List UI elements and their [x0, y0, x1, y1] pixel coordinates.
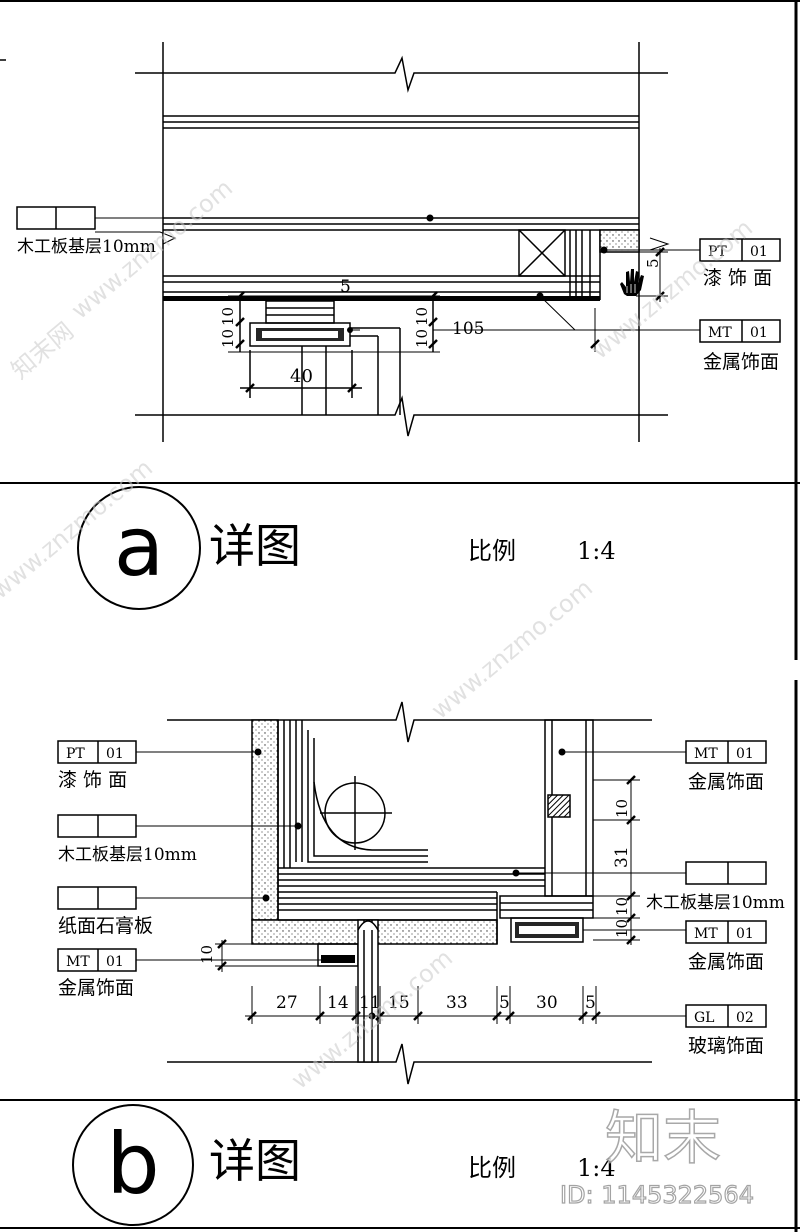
detail-b-metal-left-tag — [57, 948, 137, 972]
detail-b-wood-base-right-tag — [685, 861, 767, 885]
detail-b-dim-15: 15 — [388, 993, 410, 1013]
detail-b-dim-5a: 5 — [499, 993, 510, 1013]
detail-b-glass-no: 02 — [736, 1010, 754, 1026]
detail-a-callout-circle — [77, 486, 201, 610]
detail-a-paint-name: 漆 饰 面 — [703, 267, 772, 289]
detail-b-wood-base-left-tag — [57, 814, 137, 838]
detail-a-dim-10d: 10 — [413, 329, 431, 348]
detail-a-metal-no: 01 — [750, 325, 768, 341]
detail-a-paint-tag — [699, 238, 781, 262]
detail-b-metal-right-top-tag — [685, 740, 767, 764]
detail-b-metal-left-code: MT — [66, 954, 90, 970]
detail-b-paint-code: PT — [66, 746, 85, 762]
detail-b-dim-10-left: 10 — [198, 945, 216, 964]
detail-a-title-block: a 详图 比例 1:4 — [77, 486, 616, 610]
detail-b-dim-33: 33 — [446, 993, 468, 1013]
detail-b-title-block: b 详图 比例 1:4 — [72, 1104, 616, 1226]
detail-a-dim-10a: 10 — [219, 307, 237, 326]
brand-logo: 知末 ID: 1145322564 — [559, 1103, 754, 1209]
detail-a-metal-name: 金属饰面 — [703, 351, 779, 373]
detail-a-wood-base-tag — [16, 206, 96, 230]
detail-b-dim-10-mid: 10 — [613, 897, 631, 916]
detail-b-title: 详图 — [209, 1134, 301, 1188]
detail-a-metal-code: MT — [708, 325, 732, 341]
detail-b-dim-11: 11 — [359, 993, 381, 1013]
detail-b-paint-no: 01 — [106, 746, 124, 762]
detail-a-dim-10b: 10 — [219, 329, 237, 348]
detail-a-drawing — [95, 42, 700, 442]
detail-b-metal-left-name: 金属饰面 — [58, 977, 134, 999]
detail-b-dim-5b: 5 — [585, 993, 596, 1013]
detail-a-dim-5b: 5 — [644, 258, 662, 268]
detail-b-letter: b — [106, 1115, 159, 1213]
detail-b-dim-27: 27 — [276, 993, 298, 1013]
detail-b-dim-30: 30 — [536, 993, 558, 1013]
detail-a-metal-tag — [699, 319, 781, 343]
detail-b-gypsum-tag — [57, 886, 137, 910]
detail-a-dim-105: 105 — [452, 319, 484, 339]
detail-a-dim-10c: 10 — [413, 307, 431, 326]
watermark-brand-1: 知末网 — [6, 317, 79, 385]
detail-b-metal-right-top-no: 01 — [736, 746, 754, 762]
detail-a-wood-base-label: 木工板基层10mm — [17, 237, 156, 257]
detail-b-metal-right-code: MT — [694, 926, 718, 942]
detail-b-dim-31: 31 — [612, 846, 632, 868]
detail-a-paint-no: 01 — [750, 244, 768, 260]
brand-logo-text: 知末 — [605, 1104, 721, 1172]
brand-id-text: ID: 1145322564 — [560, 1181, 754, 1209]
detail-a-dim-5: 5 — [340, 277, 351, 297]
detail-a-letter: a — [114, 500, 164, 595]
detail-a-dim-40: 40 — [290, 366, 313, 387]
detail-b-dim-10-top: 10 — [613, 799, 631, 818]
detail-b-dim-10-bot: 10 — [613, 919, 631, 938]
detail-b-metal-right-name: 金属饰面 — [688, 951, 764, 973]
detail-b-glass-name: 玻璃饰面 — [688, 1035, 764, 1057]
detail-b-metal-right-top-name: 金属饰面 — [688, 771, 764, 793]
watermark-site-3: www.znzmo.com — [426, 574, 598, 725]
detail-b-glass-code: GL — [694, 1010, 714, 1026]
detail-b-dim-14: 14 — [327, 993, 349, 1013]
detail-b-scale-value: 1:4 — [577, 1154, 616, 1182]
detail-a-title: 详图 — [209, 519, 301, 573]
detail-b-paint-name: 漆 饰 面 — [58, 769, 127, 791]
detail-b-callout-circle — [72, 1104, 194, 1226]
detail-b-paint-tag — [57, 740, 137, 764]
detail-b-glass-tag — [685, 1004, 767, 1028]
detail-b-metal-right-top-code: MT — [694, 746, 718, 762]
detail-b-drawing — [136, 701, 686, 1085]
detail-b-gypsum-label: 纸面石膏板 — [58, 914, 153, 937]
detail-b-metal-right-tag — [685, 920, 767, 944]
detail-a-paint-code: PT — [708, 244, 727, 260]
detail-a-scale-label: 比例 — [468, 537, 516, 565]
detail-a-scale-value: 1:4 — [577, 537, 616, 565]
detail-b-scale-label: 比例 — [468, 1154, 516, 1182]
detail-b-metal-left-no: 01 — [106, 954, 124, 970]
detail-b-wood-base-left-label: 木工板基层10mm — [58, 845, 197, 865]
detail-b-metal-right-no: 01 — [736, 926, 754, 942]
detail-b-wood-base-right-label: 木工板基层10mm — [646, 893, 785, 913]
hand-cursor-icon — [620, 269, 644, 296]
